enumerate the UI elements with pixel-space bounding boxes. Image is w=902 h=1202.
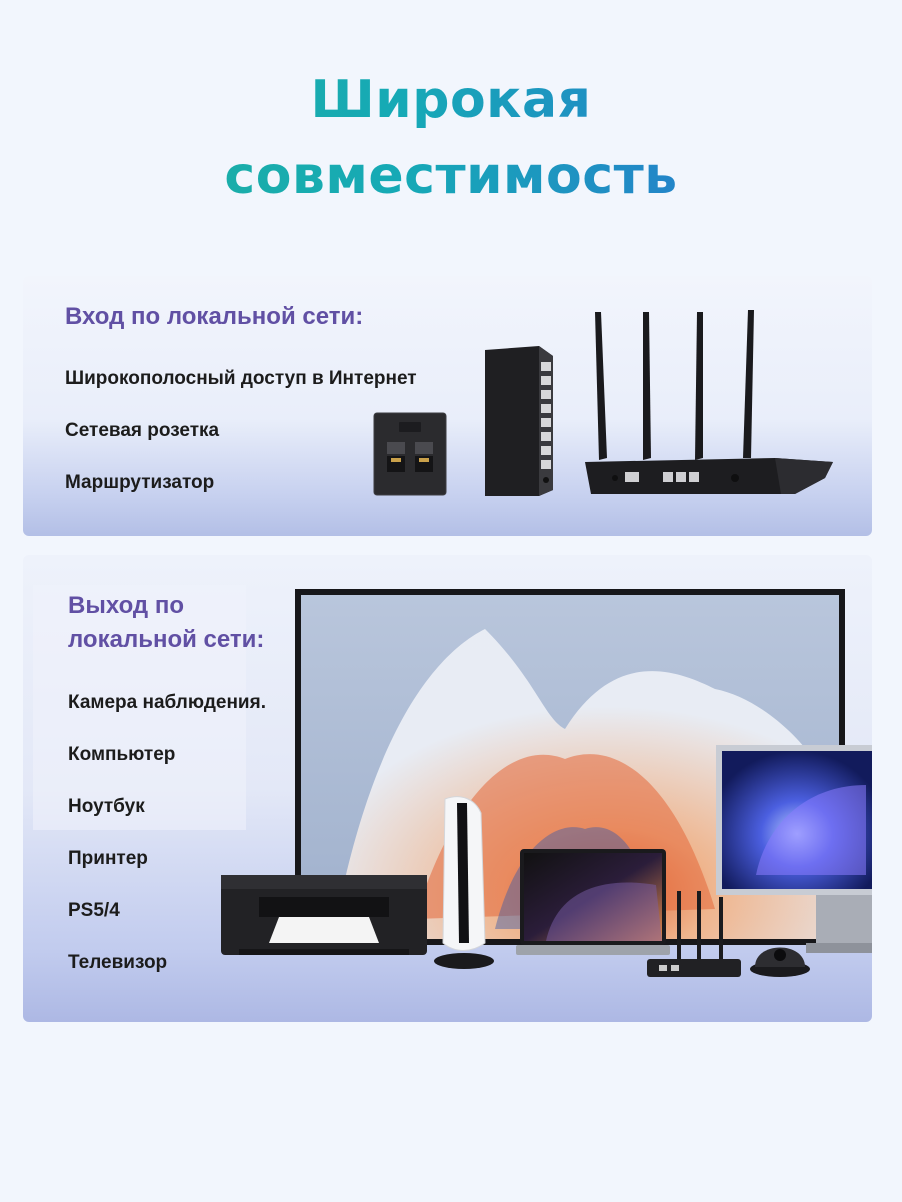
lan-input-heading: Вход по локальной сети: (65, 303, 364, 330)
lan-output-heading-line1: Выход по (68, 592, 184, 619)
page-title-line1: Широкая (0, 62, 902, 138)
network-switch-icon (485, 346, 553, 496)
laptop-icon (516, 849, 670, 955)
output-item-laptop: Ноутбук (68, 796, 145, 817)
page-title-line2: совместимость (0, 138, 902, 214)
input-item-router: Маршрутизатор (65, 472, 215, 493)
output-item-tv: Телевизор (68, 952, 168, 973)
output-item-ps: PS5/4 (68, 900, 120, 921)
lan-output-heading-line2: локальной сети: (68, 626, 265, 653)
output-item-printer: Принтер (68, 848, 148, 869)
monitor-icon (716, 745, 872, 953)
lan-output-panel: Выход по локальной сети: Камера наблюден… (23, 555, 872, 1022)
router-icon (647, 891, 741, 977)
output-item-camera: Камера наблюдения. (68, 692, 266, 713)
wall-socket-icon (373, 412, 447, 496)
console-icon (434, 796, 494, 969)
router-icon (585, 310, 833, 494)
page-title: Широкая совместимость (0, 62, 902, 214)
camera-icon (750, 947, 810, 977)
input-item-broadband: Широкополосный доступ в Интернет (65, 368, 417, 389)
input-item-wall-socket: Сетевая розетка (65, 420, 220, 441)
output-item-computer: Компьютер (68, 744, 176, 765)
text-backdrop (33, 585, 246, 830)
lan-input-panel: Вход по локальной сети: Широкополосный д… (23, 276, 872, 536)
printer-icon (221, 875, 427, 955)
